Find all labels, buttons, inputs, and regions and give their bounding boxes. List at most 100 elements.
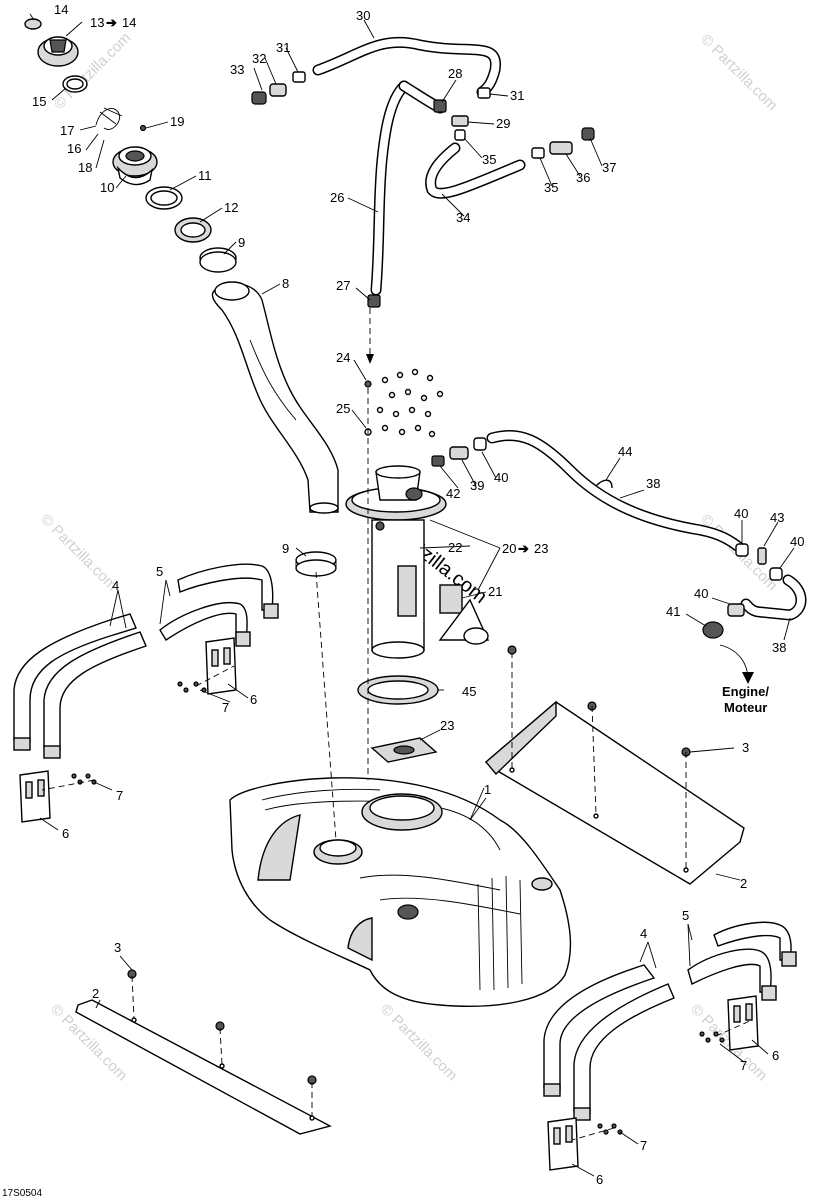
callout-7: 7 <box>116 788 123 803</box>
assembly-lines <box>41 308 753 1141</box>
callout-7: 7 <box>222 700 229 715</box>
callout-37: 37 <box>602 160 616 175</box>
hose-clamp-lower <box>295 551 337 577</box>
callout-44: 44 <box>618 444 632 459</box>
callout-42: 42 <box>446 486 460 501</box>
callout-5: 5 <box>156 564 163 579</box>
callout-4: 4 <box>640 926 647 941</box>
pump-gasket-45 <box>357 675 439 705</box>
vent-hose-30 <box>312 36 501 98</box>
callout-40: 40 <box>694 586 708 601</box>
tether-and-clips <box>95 107 147 132</box>
callout-30: 30 <box>356 8 370 23</box>
callout-40: 40 <box>790 534 804 549</box>
callout-18: 18 <box>78 160 92 175</box>
diagram-code: 17S0504 <box>2 1188 42 1199</box>
callout-43: 43 <box>770 510 784 525</box>
callout-6: 6 <box>250 692 257 707</box>
bracket-right-6b <box>547 1117 579 1171</box>
callout-4: 4 <box>112 578 119 593</box>
callout-14: 14 <box>54 2 68 17</box>
fuel-line-38 <box>486 429 807 621</box>
callout-38: 38 <box>772 640 786 655</box>
callout-3: 3 <box>114 940 121 955</box>
callout-40: 40 <box>494 470 508 485</box>
vent-fittings <box>251 71 595 308</box>
callout-10: 10 <box>100 180 114 195</box>
bracket-right-6 <box>727 995 759 1051</box>
neck-ring <box>174 217 212 243</box>
engine-label-line-2: Moteur <box>724 700 767 715</box>
fuel-level-sender-23 <box>370 737 438 763</box>
engine-label-line-1: Engine/ <box>722 684 769 699</box>
watermark-text: © Partzilla.com <box>697 31 780 114</box>
callout-5: 5 <box>682 908 689 923</box>
callout-1: 1 <box>484 782 491 797</box>
callout-28: 28 <box>448 66 462 81</box>
watermark-text: © Partzilla.com <box>37 511 120 594</box>
filler-neck <box>112 146 158 186</box>
leader-lines <box>29 13 795 1177</box>
strap-right-inner <box>573 983 675 1121</box>
callout-15: 15 <box>32 94 46 109</box>
callout-arrow: ➔ <box>106 15 117 30</box>
fuel-line-fittings <box>431 437 783 639</box>
callout-36: 36 <box>576 170 590 185</box>
callout-arrow: ➔ <box>518 541 529 556</box>
pump-screws <box>364 368 444 438</box>
callout-41: 41 <box>666 604 680 619</box>
callout-38: 38 <box>646 476 660 491</box>
callout-40: 40 <box>734 506 748 521</box>
callout-39: 39 <box>470 478 484 493</box>
strap-right-outer <box>543 964 656 1097</box>
filler-hose <box>211 281 339 514</box>
callout-26: 26 <box>330 190 344 205</box>
callout-13: 13 <box>90 15 104 30</box>
callout-33: 33 <box>230 62 244 77</box>
callout-34: 34 <box>456 210 470 225</box>
bracket-left-6 <box>205 637 237 695</box>
callout-2: 2 <box>92 986 99 1001</box>
strap-left-top-a <box>177 563 279 619</box>
callout-3: 3 <box>742 740 749 755</box>
callout-35: 35 <box>544 180 558 195</box>
callout-13-range-end: 14 <box>122 15 136 30</box>
pump-filter <box>438 584 490 645</box>
callout-24: 24 <box>336 350 350 365</box>
callout-6: 6 <box>772 1048 779 1063</box>
strap-right-top-b <box>687 948 777 1001</box>
callout-16: 16 <box>67 141 81 156</box>
callout-22: 22 <box>448 540 462 555</box>
callout-9: 9 <box>238 235 245 250</box>
vent-hose-26 <box>370 80 446 296</box>
callout-11: 11 <box>198 168 212 183</box>
hose-clamp-upper <box>199 247 237 273</box>
callout-25: 25 <box>336 401 350 416</box>
fuel-pump-module <box>345 465 447 659</box>
callout-6: 6 <box>596 1172 603 1187</box>
callout-21: 21 <box>488 584 502 599</box>
callout-8: 8 <box>282 276 289 291</box>
neck-gasket <box>145 186 183 210</box>
callout-27: 27 <box>336 278 350 293</box>
callout-35: 35 <box>482 152 496 167</box>
callout-29: 29 <box>496 116 510 131</box>
watermark-text: © Partzilla.com <box>377 1001 460 1084</box>
vent-hose-34 <box>425 142 526 199</box>
bracket-left-6b <box>19 770 51 823</box>
filler-cap <box>24 18 79 67</box>
bolts-right <box>597 1031 725 1135</box>
callout-20: 20 <box>502 541 516 556</box>
strap-left-outer <box>13 613 137 751</box>
callout-7: 7 <box>640 1138 647 1153</box>
callout-9: 9 <box>282 541 289 556</box>
callout-6: 6 <box>62 826 69 841</box>
callout-23: 23 <box>440 718 454 733</box>
callout-2: 2 <box>740 876 747 891</box>
fuel-tank <box>229 777 572 1007</box>
callout-7: 7 <box>740 1058 747 1073</box>
callout-32: 32 <box>252 51 266 66</box>
bolts-left <box>71 681 207 785</box>
